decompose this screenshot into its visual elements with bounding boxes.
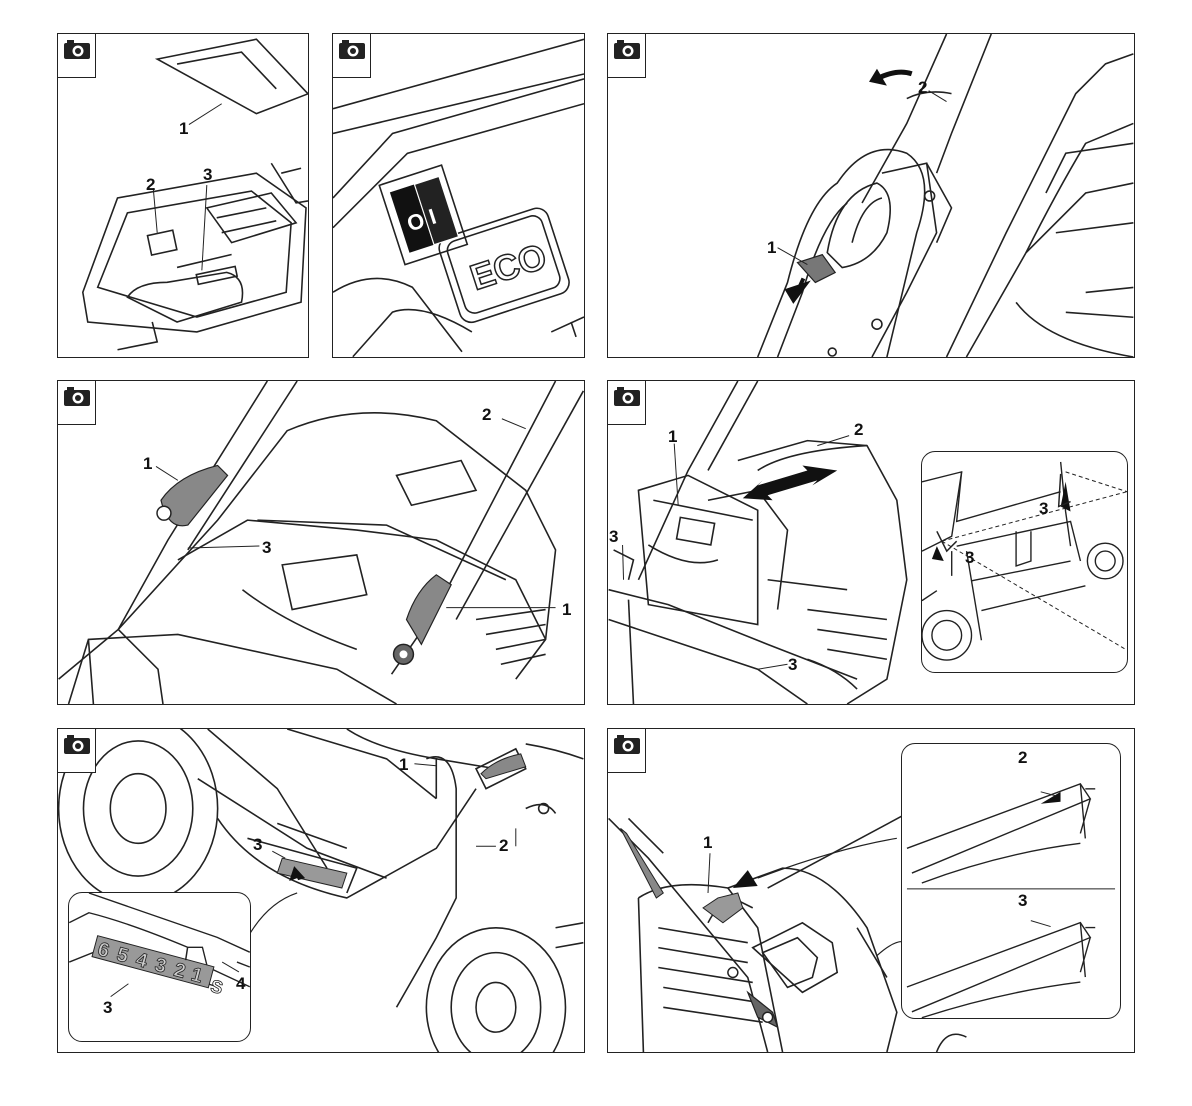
callout-1: 1	[179, 120, 188, 137]
camera-icon	[613, 38, 641, 60]
callout-2-inset: 2	[1018, 749, 1027, 766]
callout-1: 1	[143, 455, 152, 472]
handle-release-illustration	[608, 34, 1134, 357]
callout-1: 1	[399, 756, 408, 773]
camera-icon	[63, 733, 91, 755]
box-hook-detail	[922, 452, 1127, 672]
callout-2: 2	[854, 421, 863, 438]
figure-panel-5: 3 3 1 2 3 3	[607, 380, 1135, 705]
battery-compartment-illustration	[58, 34, 308, 357]
callout-3-bottom: 3	[788, 656, 797, 673]
callout-3-inset-top: 3	[1039, 500, 1048, 517]
callout-1: 1	[668, 428, 677, 445]
callout-3-inset: 3	[1018, 892, 1027, 909]
callout-3-left: 3	[609, 528, 618, 545]
camera-icon	[613, 385, 641, 407]
callout-3: 3	[262, 539, 271, 556]
cutting-height-scale: 6 5 4 3 2 1 S	[69, 893, 250, 1041]
detail-inset: 3 3	[921, 451, 1128, 673]
scale-detail-inset: 6 5 4 3 2 1 S 3 4	[68, 892, 251, 1042]
handle-assembly-illustration	[58, 381, 584, 704]
camera-badge	[608, 34, 646, 78]
callout-3-inset-bottom: 3	[965, 549, 974, 566]
camera-icon	[63, 38, 91, 60]
camera-icon	[63, 385, 91, 407]
callout-4-inset: 4	[236, 975, 245, 992]
camera-badge	[58, 34, 96, 78]
camera-badge	[333, 34, 371, 78]
figure-panel-1: 1 2 3	[57, 33, 309, 358]
callout-2: 2	[482, 406, 491, 423]
callout-1b: 1	[562, 601, 571, 618]
camera-badge	[608, 729, 646, 773]
camera-badge	[58, 729, 96, 773]
eco-button-label: ECO	[465, 236, 551, 298]
callout-3: 3	[253, 836, 262, 853]
callout-2: 2	[918, 79, 927, 96]
figure-panel-6: 6 5 4 3 2 1 S 3 4 1 2 3	[57, 728, 585, 1053]
callout-1: 1	[703, 834, 712, 851]
figure-panel-7: 2 3 1	[607, 728, 1135, 1053]
figure-panel-2: O I ECO	[332, 33, 585, 358]
camera-badge	[58, 381, 96, 425]
figure-panel-3: 1 2	[607, 33, 1135, 358]
figure-panel-4: 1 2 3 1	[57, 380, 585, 705]
callout-3: 3	[203, 166, 212, 183]
indicator-states-detail	[902, 744, 1120, 1018]
callout-2: 2	[146, 176, 155, 193]
camera-icon	[613, 733, 641, 755]
camera-icon	[338, 38, 366, 60]
camera-badge	[608, 381, 646, 425]
scale-digits: 6 5 4 3 2 1 S	[90, 936, 227, 998]
callout-1: 1	[767, 239, 776, 256]
fill-indicator-inset: 2 3	[901, 743, 1121, 1019]
callout-2: 2	[499, 837, 508, 854]
eco-switch-illustration: O I ECO	[333, 34, 584, 357]
callout-3-inset: 3	[103, 999, 112, 1016]
